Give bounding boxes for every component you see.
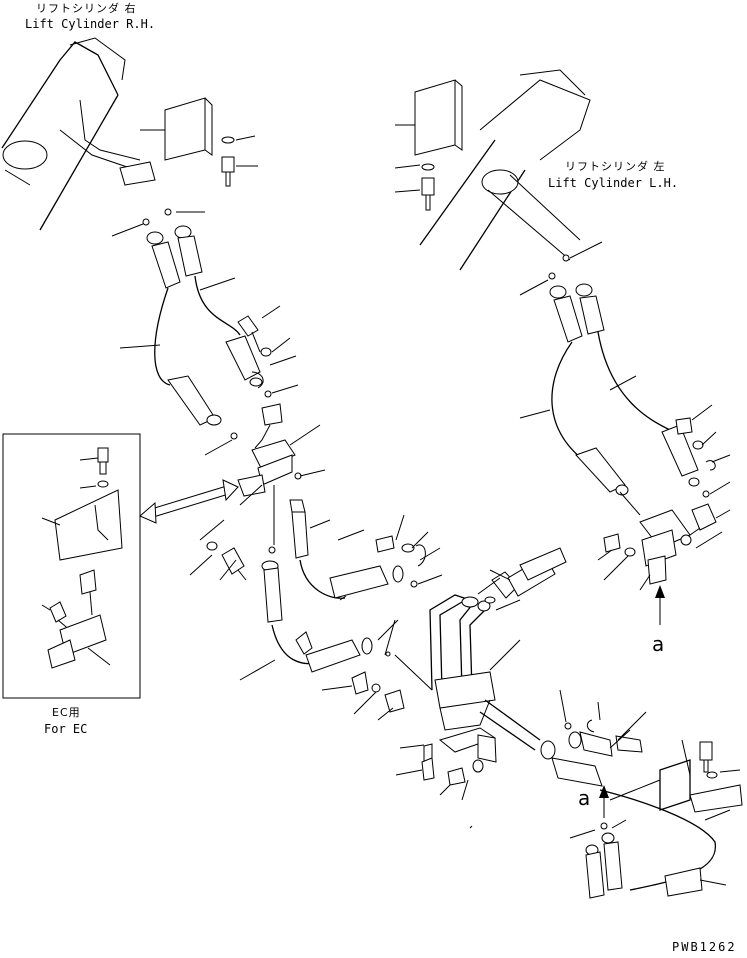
view-arrow-a-right xyxy=(655,585,665,625)
bracket-plate-rh xyxy=(140,97,258,187)
lift-cylinder-lh-label-en: Lift Cylinder L.H. xyxy=(548,176,679,190)
leader-lines xyxy=(339,569,511,657)
center-bolt-set xyxy=(375,514,443,588)
junction-block-right xyxy=(597,491,731,591)
ec-inset xyxy=(2,433,141,699)
clamp-set-rh xyxy=(225,305,299,398)
hose-lower-left xyxy=(189,499,405,721)
for-ec-label-jp: EC用 xyxy=(52,706,81,719)
lift-cylinder-rh-label-jp: リフトシリンダ 右 xyxy=(36,2,137,15)
lift-cylinder-lh-label-jp: リフトシリンダ 左 xyxy=(565,160,666,173)
drawing-code: PWB1262 xyxy=(672,940,737,954)
view-arrow-a-lower xyxy=(599,785,609,818)
inset-double-arrow xyxy=(139,479,239,524)
lift-cylinder-rh-label-en: Lift Cylinder R.H. xyxy=(25,17,156,31)
junction-block-left xyxy=(204,403,326,554)
center-pipes xyxy=(384,547,567,731)
view-a-label-lower: a xyxy=(578,786,591,810)
tie-rod xyxy=(479,689,647,787)
lower-center-bracket xyxy=(395,727,497,829)
view-a-label-right: a xyxy=(652,632,665,656)
for-ec-label-en: For EC xyxy=(44,722,88,736)
hose-rh-main xyxy=(111,208,241,426)
lower-right-frame xyxy=(569,739,743,899)
lift-cylinder-lh xyxy=(394,69,731,498)
lift-cylinder-rh xyxy=(1,37,156,231)
